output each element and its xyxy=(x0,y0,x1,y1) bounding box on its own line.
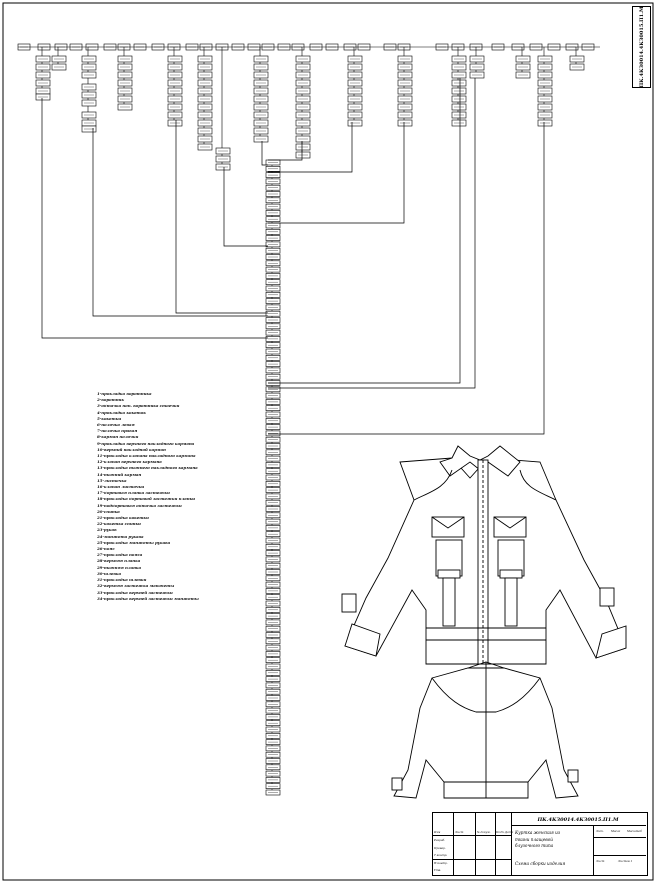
title-block-col-label: № докум. xyxy=(477,830,491,834)
main-assembly-column xyxy=(265,159,281,796)
legend-item: 34-прокладка верхней застежки манжеты xyxy=(97,595,199,601)
vertical-stamp-text: ПК.4КЗ0014.4КЗ0015.П1.М xyxy=(638,6,645,88)
legend-item: 26-пояс xyxy=(97,546,115,552)
jacket-back-view xyxy=(391,661,579,799)
legend-item: 29-нижняя планка xyxy=(97,564,141,570)
legend-item: 1-прокладка воротника xyxy=(97,391,152,396)
title-block-row-label: Н.контр. xyxy=(434,860,448,865)
legend-item: 7-полочка правая xyxy=(97,428,138,434)
legend-item: 5-кокетки xyxy=(97,415,122,421)
title-block-col-label: Подп. xyxy=(496,830,505,834)
legend-item: 3-обтачка поп. воротника стоечки xyxy=(97,403,180,409)
legend-item: 23-рукав xyxy=(97,527,117,533)
legend-item: 9-прокладка верхнего накладного кармана xyxy=(97,440,195,446)
drawing-name-line: Куртка женская из xyxy=(515,830,561,835)
title-block-col-label: Изм xyxy=(434,830,441,834)
legend-item: 14-нижний карман xyxy=(97,471,142,477)
legend-item: 25-прокладка манжеты рукава xyxy=(97,539,171,545)
legend-item: 21-прокладка кокетки xyxy=(97,515,149,521)
legend-item: 10-верхний накладной карман xyxy=(97,446,166,452)
legend-item: 20-спинка xyxy=(97,508,120,514)
title-block-right-label: Лист xyxy=(596,859,605,863)
legend-item: 24-манжета рукава xyxy=(97,533,144,539)
legend-item: 4-прокладка кокеток xyxy=(97,409,146,415)
legend-item: 17-бортовая планка застежки xyxy=(97,490,170,496)
title-block-right-label: Масса xyxy=(611,829,621,833)
jacket-front-view xyxy=(341,445,627,665)
title-block-right-label: Листов 1 xyxy=(618,859,633,863)
legend-item: 11-прокладка клапана накладного кармана xyxy=(97,453,196,459)
legend-item: 16-клапан листочки xyxy=(97,484,145,490)
assembly-tree xyxy=(17,43,600,171)
legend-item: 33-прокладка верхней застежки xyxy=(97,589,173,595)
legend-item: 8-карман полочки xyxy=(97,434,139,440)
drawing-name-line: блузочного типа xyxy=(515,843,554,848)
title-block-right-label: Масштаб xyxy=(627,829,642,833)
branch-connectors xyxy=(41,78,545,435)
title-block-row-label: Утв. xyxy=(434,868,442,872)
legend-item: 13-прокладка нижнего накладного кармана xyxy=(97,465,198,471)
legend-item: 32-верхняя застежка манжеты xyxy=(97,583,175,589)
legend-item: 6-полочка левая xyxy=(97,422,135,428)
legend-item: 15-листочка xyxy=(97,477,127,483)
legend-item: 27-прокладка пояса xyxy=(97,552,143,558)
drawing-name-line: ткани плащевой xyxy=(515,836,553,842)
drawing-code: ПК.4КЗ0014.4КЗ0015.П1.М xyxy=(537,817,619,823)
legend-item: 18-прокладка бортовой застежки планки xyxy=(97,496,195,502)
sheet-name: Схема сборки изделия xyxy=(515,861,566,866)
legend-item: 12-клапан верхнего кармана xyxy=(97,459,162,465)
vertical-stamp: ПК.4КЗ0014.4КЗ0015.П1.М xyxy=(632,6,651,88)
legend-item: 30-шлевка xyxy=(97,570,121,576)
title-block-row-label: Разраб. xyxy=(434,838,446,842)
title-block-right-label: Лит. xyxy=(596,829,604,833)
title-block-col-label: Дата xyxy=(505,830,514,834)
legend-item: 31-прокладка шлевки xyxy=(97,577,147,583)
legend-item: 19-подбортовая обтачка застежки xyxy=(97,502,182,508)
legend-item: 2-воротник xyxy=(97,397,124,403)
legend-item: 22-кокетка спинки xyxy=(97,521,141,527)
legend-item: 28-верхняя планка xyxy=(97,558,141,564)
title-block-row-label: Провер. xyxy=(434,845,446,850)
title-block-row-label: Т.контр. xyxy=(434,853,448,857)
title-block-col-label: Лист xyxy=(455,830,464,834)
